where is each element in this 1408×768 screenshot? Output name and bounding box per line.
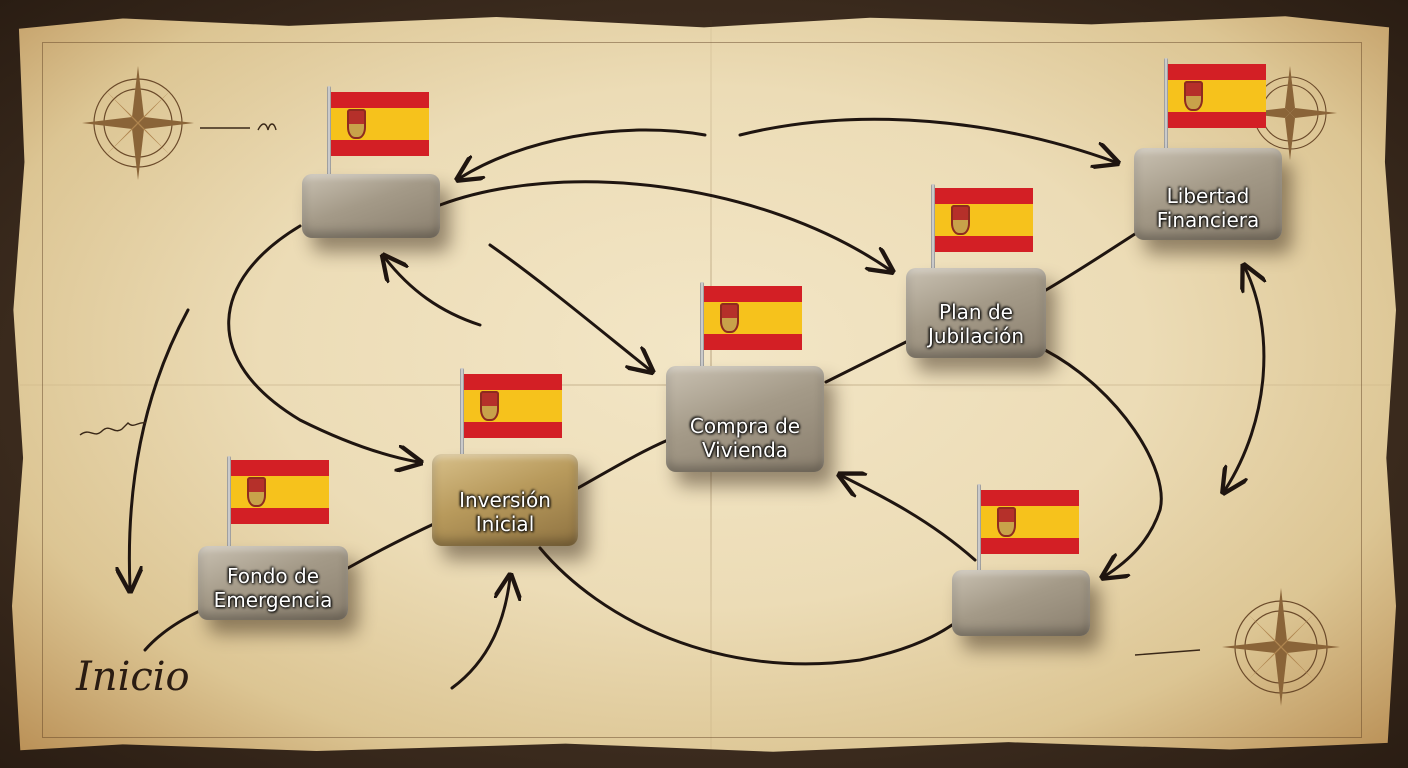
milestone-label-line2: Inicial [475,512,535,536]
milestone-label-line2: Vivienda [701,438,789,462]
flag-pole [700,282,704,386]
spain-flag-icon [981,490,1079,554]
milestone-label-line2: Jubilación [927,324,1025,348]
stone-block [302,174,440,238]
milestone-label-line1: Plan de [939,300,1013,324]
milestone-label: Libertad Financiera [1134,184,1282,232]
flag-pole [460,368,464,476]
flag-pole [327,86,331,194]
milestone-label: Plan de Jubilación [906,300,1046,348]
compass-rose-icon [1222,588,1340,706]
flag-pole [931,184,935,284]
start-label: Inicio [76,654,190,700]
spain-flag-icon [231,460,329,524]
milestone-label-line2: Financiera [1156,208,1260,232]
stone-block [1134,148,1282,240]
stone-block [906,268,1046,358]
milestone-label-line2: Emergencia [213,588,333,612]
spain-flag-icon [704,286,802,350]
flag-pole [977,484,981,588]
compass-rose-icon [82,66,194,180]
spain-flag-icon [464,374,562,438]
spain-flag-icon [935,188,1033,252]
milestone-label: Compra de Vivienda [666,414,824,462]
map-border [42,42,1362,738]
milestone-label-line1: Compra de [689,414,801,438]
stone-block [952,570,1090,636]
flag-pole [1164,58,1168,168]
milestone-label-line1: Inversión [459,488,551,512]
spain-flag-icon [1168,64,1266,128]
milestone-label-line1: Fondo de [227,564,319,588]
stone-block [198,546,348,620]
spain-flag-icon [331,92,429,156]
milestone-label: Fondo de Emergencia [198,564,348,612]
flag-pole [227,456,231,566]
milestone-label: Inversión Inicial [432,488,578,536]
stone-block [432,454,578,546]
stone-block [666,366,824,472]
milestone-label-line1: Libertad [1166,184,1250,208]
